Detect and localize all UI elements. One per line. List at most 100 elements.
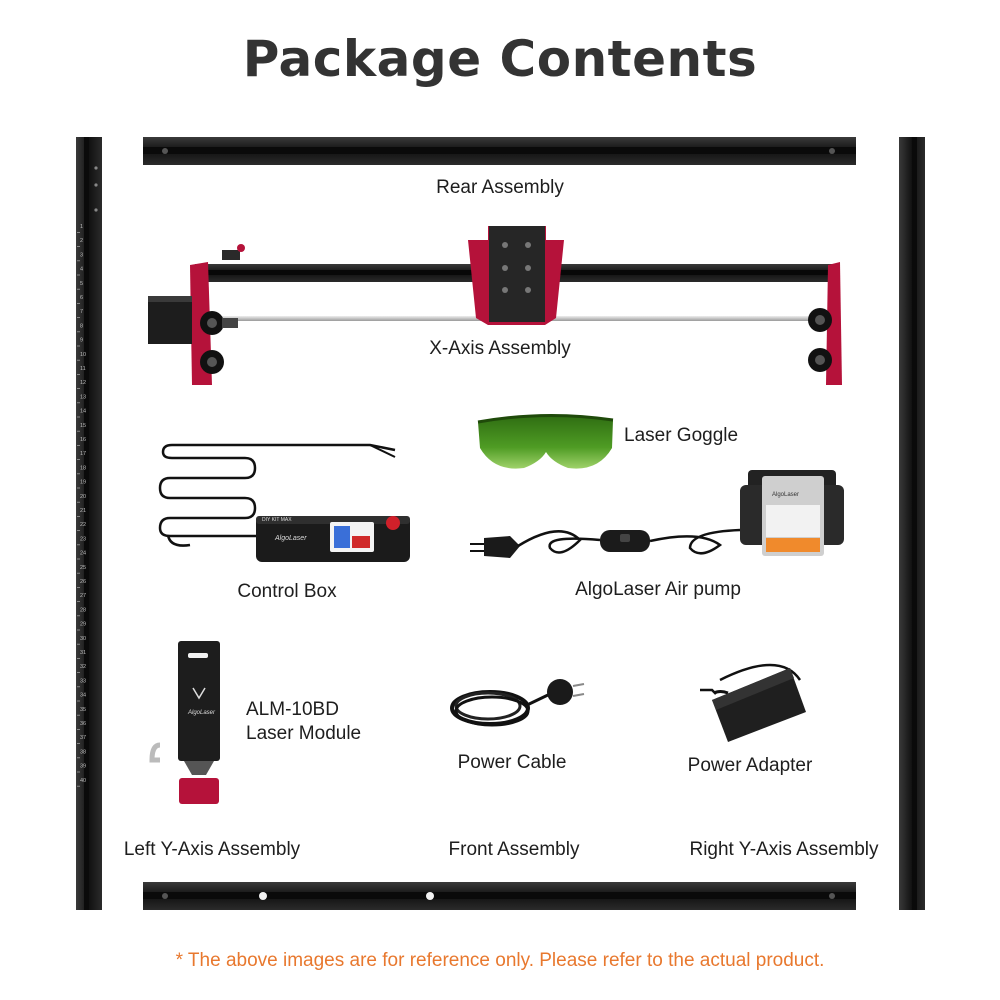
ruler-number: 24 xyxy=(80,551,86,557)
power-adapter-image xyxy=(700,663,806,742)
ruler-number: 37 xyxy=(80,735,86,741)
ruler-number: 27 xyxy=(80,593,86,599)
ruler-number: 17 xyxy=(80,451,86,457)
front-assembly-rail xyxy=(143,882,856,910)
footnote-text: The above images are for reference only.… xyxy=(187,950,825,971)
ruler-number: 21 xyxy=(80,508,86,514)
label-laser-module-model: ALM-10BD xyxy=(246,699,339,720)
ruler-tick xyxy=(77,288,80,290)
ruler-number: 36 xyxy=(80,721,86,727)
air-pump-image: AlgoLaser xyxy=(470,470,844,558)
ruler-number: 32 xyxy=(80,664,86,670)
ruler-number: 33 xyxy=(80,678,86,684)
ruler-tick xyxy=(77,303,80,304)
label-air-pump: AlgoLaser Air pump xyxy=(575,579,741,600)
label-power-adapter: Power Adapter xyxy=(687,755,813,776)
ruler-tick xyxy=(77,430,80,432)
ruler-number: 16 xyxy=(80,437,86,443)
page-title: Package Contents xyxy=(242,30,758,88)
ruler-tick xyxy=(77,572,80,574)
ruler-number: 31 xyxy=(80,650,86,656)
ruler-number: 7 xyxy=(80,309,83,315)
ruler-number: 23 xyxy=(80,536,86,542)
ruler-number: 18 xyxy=(80,465,86,471)
ruler-tick xyxy=(77,402,80,404)
ruler-tick xyxy=(77,232,80,233)
ruler-tick xyxy=(77,345,80,347)
ruler-tick xyxy=(77,615,80,617)
ruler-tick xyxy=(77,331,80,333)
right-y-axis-rail xyxy=(899,137,925,910)
ruler-number: 9 xyxy=(80,338,83,344)
control-box-model-text: DIY KIT MAX xyxy=(262,517,292,523)
ruler-tick xyxy=(77,629,80,631)
ruler-tick xyxy=(77,729,80,730)
ruler-tick xyxy=(77,700,80,702)
ruler-tick xyxy=(77,558,80,560)
ruler-number: 3 xyxy=(80,252,83,258)
ruler-tick xyxy=(77,530,80,531)
ruler-tick xyxy=(77,516,80,517)
label-laser-goggle: Laser Goggle xyxy=(624,425,739,446)
ruler-tick xyxy=(77,757,80,759)
ruler-number: 26 xyxy=(80,579,86,585)
ruler-tick xyxy=(77,246,80,247)
label-rear-assembly: Rear Assembly xyxy=(436,177,564,198)
label-left-y-axis: Left Y-Axis Assembly xyxy=(123,839,301,860)
control-box-brand-text: AlgoLaser xyxy=(274,535,307,542)
label-x-axis-assembly: X-Axis Assembly xyxy=(429,338,571,359)
ruler-tick xyxy=(77,416,80,418)
ruler-number: 11 xyxy=(80,366,86,372)
ruler-number: 19 xyxy=(80,480,86,486)
ruler-tick xyxy=(77,317,80,318)
label-front-assembly: Front Assembly xyxy=(448,839,580,860)
ruler-tick xyxy=(77,601,80,602)
rear-assembly-rail xyxy=(143,137,856,165)
ruler-tick xyxy=(77,487,80,489)
ruler-tick xyxy=(77,714,80,716)
ruler-number: 1 xyxy=(80,224,83,230)
ruler-number: 13 xyxy=(80,394,86,400)
ruler-tick xyxy=(77,501,80,503)
ruler-tick xyxy=(77,587,80,588)
ruler-tick xyxy=(77,686,80,688)
ruler-tick xyxy=(77,459,80,460)
label-control-box: Control Box xyxy=(237,581,337,602)
label-power-cable: Power Cable xyxy=(457,752,567,773)
ruler-number: 4 xyxy=(80,267,83,273)
ruler-number: 22 xyxy=(80,522,86,528)
ruler-tick xyxy=(77,359,80,361)
laser-module-image: AlgoLaser xyxy=(149,641,220,804)
ruler-number: 40 xyxy=(80,778,86,784)
ruler-number: 39 xyxy=(80,764,86,770)
ruler-number: 25 xyxy=(80,565,86,571)
ruler-number: 12 xyxy=(80,380,86,386)
ruler-number: 5 xyxy=(80,281,83,287)
ruler-number: 29 xyxy=(80,622,86,628)
ruler-number: 28 xyxy=(80,607,86,613)
ruler-tick xyxy=(77,388,80,389)
ruler-tick xyxy=(77,658,80,659)
ruler-number: 14 xyxy=(80,409,86,415)
laser-goggle-image xyxy=(477,413,614,469)
power-cable-image xyxy=(450,679,585,727)
ruler-number: 2 xyxy=(80,238,83,244)
pump-brand-text: AlgoLaser xyxy=(772,492,799,498)
ruler-tick xyxy=(77,260,80,262)
footnote: * The above images are for reference onl… xyxy=(0,950,1000,972)
ruler-number: 34 xyxy=(80,693,86,699)
ruler-number: 10 xyxy=(80,352,86,358)
label-right-y-axis: Right Y-Axis Assembly xyxy=(689,839,879,860)
ruler-number: 35 xyxy=(80,707,86,713)
ruler-tick xyxy=(77,785,80,787)
ruler-number: 15 xyxy=(80,423,86,429)
ruler-scale: 1234567891011121314151617181920212223242… xyxy=(77,224,86,787)
x-axis-assembly-image xyxy=(148,226,842,385)
footnote-star: * xyxy=(175,950,183,971)
ruler-tick xyxy=(77,544,80,546)
ruler-tick xyxy=(77,643,80,645)
ruler-number: 20 xyxy=(80,494,86,500)
ruler-tick xyxy=(77,473,80,475)
ruler-tick xyxy=(77,743,80,744)
